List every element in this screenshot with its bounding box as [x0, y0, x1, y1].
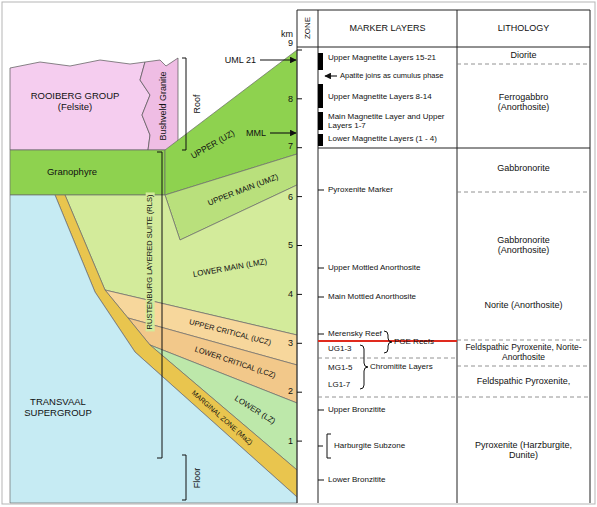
column-header: MARKER LAYERS — [350, 23, 426, 33]
magnetite-bars — [318, 53, 323, 146]
unit-label: LOWER CRITICAL (LCZ) — [193, 345, 276, 380]
marker-layer: Upper Bronzitite — [328, 405, 385, 414]
column-header: ZONE — [303, 17, 312, 39]
marker-layer: LG1-7 — [328, 380, 350, 389]
callout-label: MML — [246, 128, 266, 138]
lithology-label: Feldspathic Pyroxenite, — [477, 376, 571, 386]
lithology-label: Gabbronorite (Anorthosite) — [479, 235, 569, 256]
lithology-label: Gabbronorite — [497, 163, 550, 173]
lithology-label: Feldspathic Pyroxenite, Norite-Anorthosi… — [461, 343, 586, 363]
rock-unit-band: UPPER (UZ) — [165, 50, 297, 195]
depth-number: 9 — [288, 38, 293, 48]
lithology-divider — [318, 64, 590, 397]
depth-number: 6 — [288, 192, 293, 202]
unit-label: Bushveld Granite — [158, 71, 168, 140]
marker-layer: Upper Mottled Anorthosite — [328, 263, 421, 272]
unit-label: Granophyre — [47, 167, 97, 178]
marker-ticks — [318, 190, 324, 480]
marker-layer: PGE Reefs — [394, 337, 434, 346]
rock-unit-band: UPPER MAIN (UMZ) — [165, 154, 297, 240]
column-header: LITHOLOGY — [498, 23, 550, 33]
depth-number: 5 — [288, 240, 293, 250]
marker-layer: Pyroxenite Marker — [328, 185, 393, 194]
marker-layer: Main Mottled Anorthosite — [328, 292, 416, 301]
merensky-line — [318, 340, 457, 342]
rock-unit-band: LOWER MAIN (LMZ) — [65, 185, 297, 335]
marker-layer: Merensky Reef — [328, 329, 382, 338]
marker-layer: Upper Magnetite Layers 8-14 — [328, 92, 432, 101]
rock-unit-band: Bushveld Granite — [140, 58, 178, 150]
depth-number: 7 — [288, 141, 293, 151]
marker-layer: Upper Magnetite Layers 15-21 — [328, 53, 436, 62]
rock-unit-band: ROOIBERG GROUP (Felsite) — [10, 60, 150, 150]
lithology-label: Pyroxenite (Harzburgite, Dunite) — [474, 440, 574, 461]
marker-layer: Chromitite Layers — [370, 362, 433, 371]
lithology-label: Norite (Anorthosite) — [484, 300, 564, 310]
depth-number: 8 — [288, 94, 293, 104]
unit-label: ROOIBERG GROUP (Felsite) — [25, 91, 125, 113]
bracket-label: Floor — [192, 468, 202, 489]
marker-layer: Lower Bronzitite — [328, 475, 385, 484]
marker-layer: UG1-3 — [328, 344, 352, 353]
lithology-label: Ferrogabbro (Anorthosite) — [484, 92, 564, 113]
lithology-label: Diorite — [510, 50, 536, 60]
km-ticks — [297, 50, 302, 441]
depth-number: 4 — [288, 289, 293, 299]
unit-label: TRANSVAAL SUPERGROUP — [18, 397, 98, 419]
rock-unit-band: MARGINAL ZONE (MaZ) — [55, 195, 297, 497]
callout-label: UML 21 — [225, 55, 256, 65]
unit-label: UPPER (UZ) — [189, 129, 236, 162]
rock-unit-band: Granophyre — [10, 150, 165, 195]
depth-number: 2 — [288, 386, 293, 396]
marker-layer: Lower Magnetite Layers (1 - 4) — [328, 134, 437, 143]
marker-layer: Apatite joins as cumulus phase — [340, 72, 443, 81]
table-grid — [297, 10, 590, 503]
bracket-label: Roof — [192, 94, 202, 113]
depth-number: 1 — [288, 436, 293, 446]
unit-label: LOWER (LZ) — [233, 394, 277, 426]
unit-label: UPPER MAIN (UMZ) — [206, 172, 279, 207]
unit-label: UPPER CRITICAL (UCZ) — [188, 318, 272, 347]
bracket-label: RUSTENBURG LAYERED SUITE (RLS) — [146, 193, 155, 332]
depth-number: 3 — [288, 338, 293, 348]
band-shape — [55, 195, 297, 497]
unit-label: LOWER MAIN (LMZ) — [192, 257, 268, 279]
pointer-arrow — [260, 60, 337, 133]
unit-label: km — [281, 29, 293, 39]
marker-layer: Main Magnetite Layer and Upper Layers 1-… — [328, 112, 446, 130]
band-shape — [165, 50, 297, 195]
marker-layer: MG1-5 — [328, 363, 352, 372]
marker-layer: Harburgite Subzone — [334, 441, 405, 450]
